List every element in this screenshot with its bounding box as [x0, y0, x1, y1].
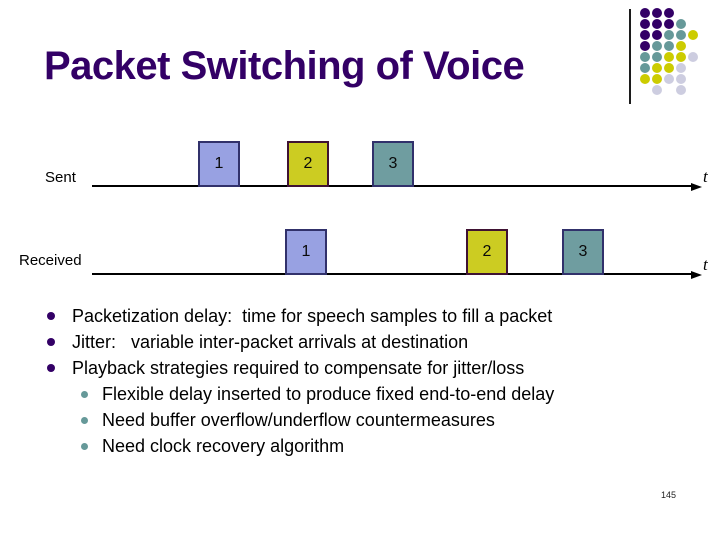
decorative-dot	[664, 8, 674, 18]
decorative-dot	[676, 41, 686, 51]
bullet-text: Need buffer overflow/underflow counterme…	[102, 409, 495, 430]
decorative-dot	[652, 52, 662, 62]
decorative-dot	[640, 19, 650, 29]
bullet-icon	[47, 364, 55, 372]
bullet-icon	[47, 338, 55, 346]
bullet-icon	[81, 416, 88, 424]
bullet-list: Packetization delay: time for speech sam…	[0, 303, 720, 459]
dot-pattern	[640, 8, 720, 104]
packet-box-received-1: 1	[285, 229, 327, 275]
decorative-dot	[640, 52, 650, 62]
decorative-dot	[652, 41, 662, 51]
decorative-dot	[640, 8, 650, 18]
bullet-item: Playback strategies required to compensa…	[47, 355, 720, 381]
bullet-text: Playback strategies required to compensa…	[72, 357, 525, 378]
decorative-dot	[652, 19, 662, 29]
decorative-dot	[664, 74, 674, 84]
decorative-dot	[688, 30, 698, 40]
sent-label: Sent	[45, 169, 76, 186]
decorative-dot	[664, 19, 674, 29]
decorative-dot	[640, 30, 650, 40]
decorative-dot	[640, 63, 650, 73]
decorative-dot	[652, 74, 662, 84]
packet-box-sent-1: 1	[198, 141, 240, 187]
bullet-text: Packetization delay: time for speech sam…	[72, 305, 553, 326]
received-label: Received	[19, 252, 82, 269]
bullet-icon	[81, 442, 88, 450]
bullet-item: Jitter: variable inter-packet arrivals a…	[47, 329, 720, 355]
decorative-dot	[676, 52, 686, 62]
packet-box-received-3: 3	[562, 229, 604, 275]
decorative-dot	[640, 41, 650, 51]
bullet-text: Jitter: variable inter-packet arrivals a…	[72, 331, 469, 352]
arrow-right-icon	[691, 183, 702, 191]
decorative-dot	[676, 85, 686, 95]
bullet-item: Packetization delay: time for speech sam…	[47, 303, 720, 329]
bullet-text: Need clock recovery algorithm	[102, 435, 345, 456]
decorative-dot	[652, 63, 662, 73]
packet-box-sent-2: 2	[287, 141, 329, 187]
decorative-dot	[664, 63, 674, 73]
decorative-dot	[652, 8, 662, 18]
packet-box-received-2: 2	[466, 229, 508, 275]
bullet-icon	[47, 312, 55, 320]
decorative-dot	[676, 63, 686, 73]
decorative-dot	[676, 74, 686, 84]
decorative-dot	[688, 52, 698, 62]
decorative-dot	[640, 74, 650, 84]
bullet-icon	[81, 390, 88, 398]
page-title: Packet Switching of Voice	[44, 44, 525, 88]
packet-box-sent-3: 3	[372, 141, 414, 187]
decorative-dot	[664, 41, 674, 51]
decorative-dot	[652, 30, 662, 40]
bullet-item: Flexible delay inserted to produce fixed…	[81, 381, 720, 407]
decorative-dot	[664, 52, 674, 62]
bullet-item: Need buffer overflow/underflow counterme…	[81, 407, 720, 433]
sent-time-axis-label: t	[703, 167, 708, 186]
page-number: 145	[661, 490, 677, 500]
received-axis-line	[92, 273, 692, 275]
decorative-dot	[676, 19, 686, 29]
bullet-item: Need clock recovery algorithm	[81, 433, 720, 459]
arrow-right-icon	[691, 271, 702, 279]
decorative-dot	[664, 30, 674, 40]
bullet-text: Flexible delay inserted to produce fixed…	[102, 383, 555, 404]
decorative-vertical-rule	[629, 9, 631, 104]
decorative-dot	[652, 85, 662, 95]
decorative-dot	[676, 30, 686, 40]
received-time-axis-label: t	[703, 255, 708, 274]
